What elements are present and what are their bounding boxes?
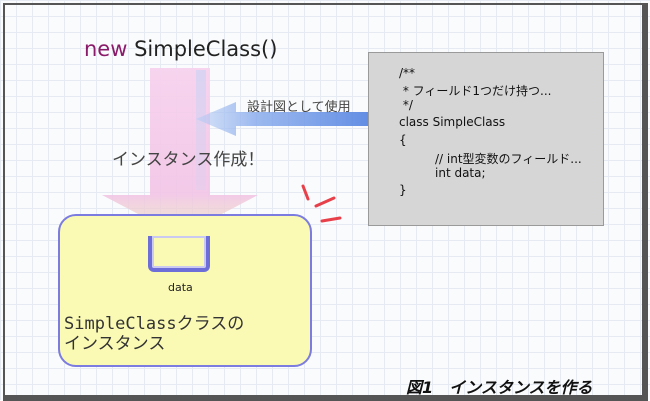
new-expression: new SimpleClass() [84,37,277,61]
figure-caption: 図1 インスタンスを作る [406,378,593,397]
code-line: } [399,183,407,197]
diagram-frame [3,3,648,401]
data-field-label: data [168,281,193,294]
instance-box [58,214,312,367]
code-line: // int型変数のフィールド... [435,152,582,166]
class-code-box: /** * フィールド1つだけ持つ... */ class SimpleClas… [368,52,604,226]
instance-label-line: SimpleClassクラスの [64,314,245,334]
blueprint-band [196,70,206,190]
blueprint-arrow [196,102,388,136]
code-line: */ [399,98,413,112]
instance-label-line: インスタンス [64,334,166,354]
create-arrow [102,68,258,236]
data-field-slot [148,236,210,272]
create-instance-label: インスタンス作成！ [112,150,265,170]
code-line: /** [399,66,416,80]
use-as-blueprint-label: 設計図として使用 [247,100,351,115]
code-line: * フィールド1つだけ持つ... [399,84,552,98]
new-keyword: new [84,37,128,61]
burst-marks [301,184,342,223]
code-line: { [399,133,407,147]
class-constructor-call: SimpleClass() [134,37,278,61]
code-line: int data; [435,166,486,180]
code-line: class SimpleClass [399,115,506,129]
instance-label: SimpleClassクラスの インスタンス [64,314,244,354]
